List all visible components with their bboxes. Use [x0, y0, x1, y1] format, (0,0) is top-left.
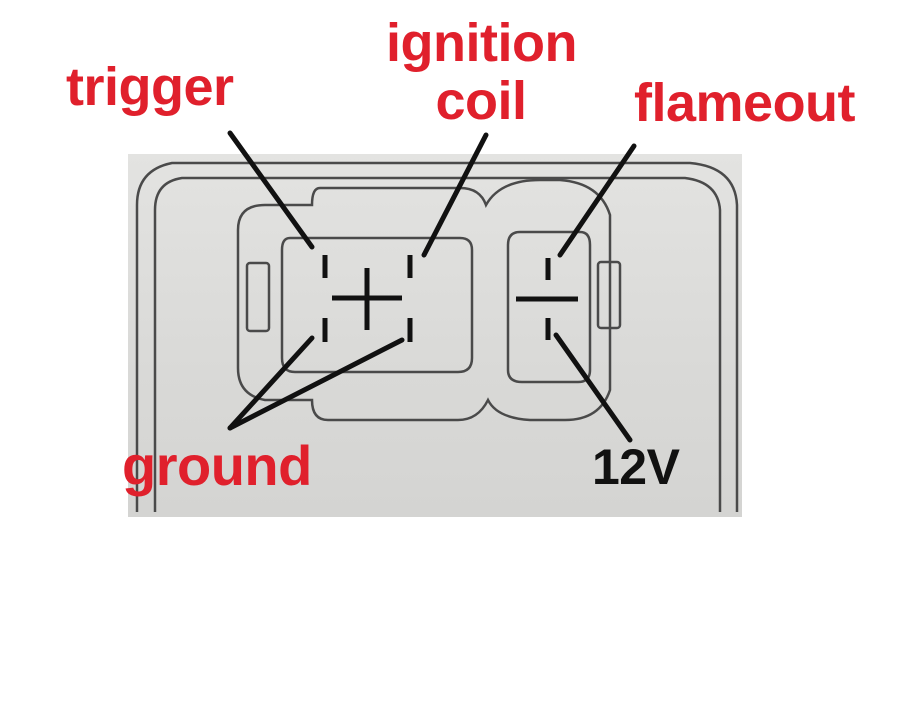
trigger-label: trigger: [66, 57, 234, 117]
pointer-flameout: [557, 143, 637, 258]
ignition-label-line1: ignition: [386, 13, 577, 73]
latch-left: [245, 261, 271, 333]
socket-shape: [236, 178, 612, 422]
ignition-label-line2: coil: [435, 71, 527, 131]
socket-inner-left: [280, 236, 474, 374]
housing-outline: [135, 161, 739, 512]
socket-inner-right: [506, 230, 592, 384]
connector-photo-background: [128, 154, 742, 517]
flameout-label: flameout: [634, 73, 856, 133]
pointer-12v: [553, 332, 633, 443]
pointer-ignition-coil: [421, 132, 489, 258]
terminal-marks: [322, 255, 578, 342]
pointer-trigger: [227, 130, 315, 250]
pointer-ground-right: [227, 337, 405, 431]
housing-inner-edge: [153, 176, 722, 512]
ignition-coil-label: ignition coil: [386, 13, 577, 131]
socket-outline: [236, 178, 622, 422]
12v-label: 12V: [592, 439, 680, 495]
latch-right: [596, 260, 622, 330]
ground-label: ground: [122, 434, 312, 497]
pointer-ground-left: [227, 335, 315, 431]
housing-outer-edge: [135, 161, 739, 512]
pointer-lines: [227, 130, 637, 443]
